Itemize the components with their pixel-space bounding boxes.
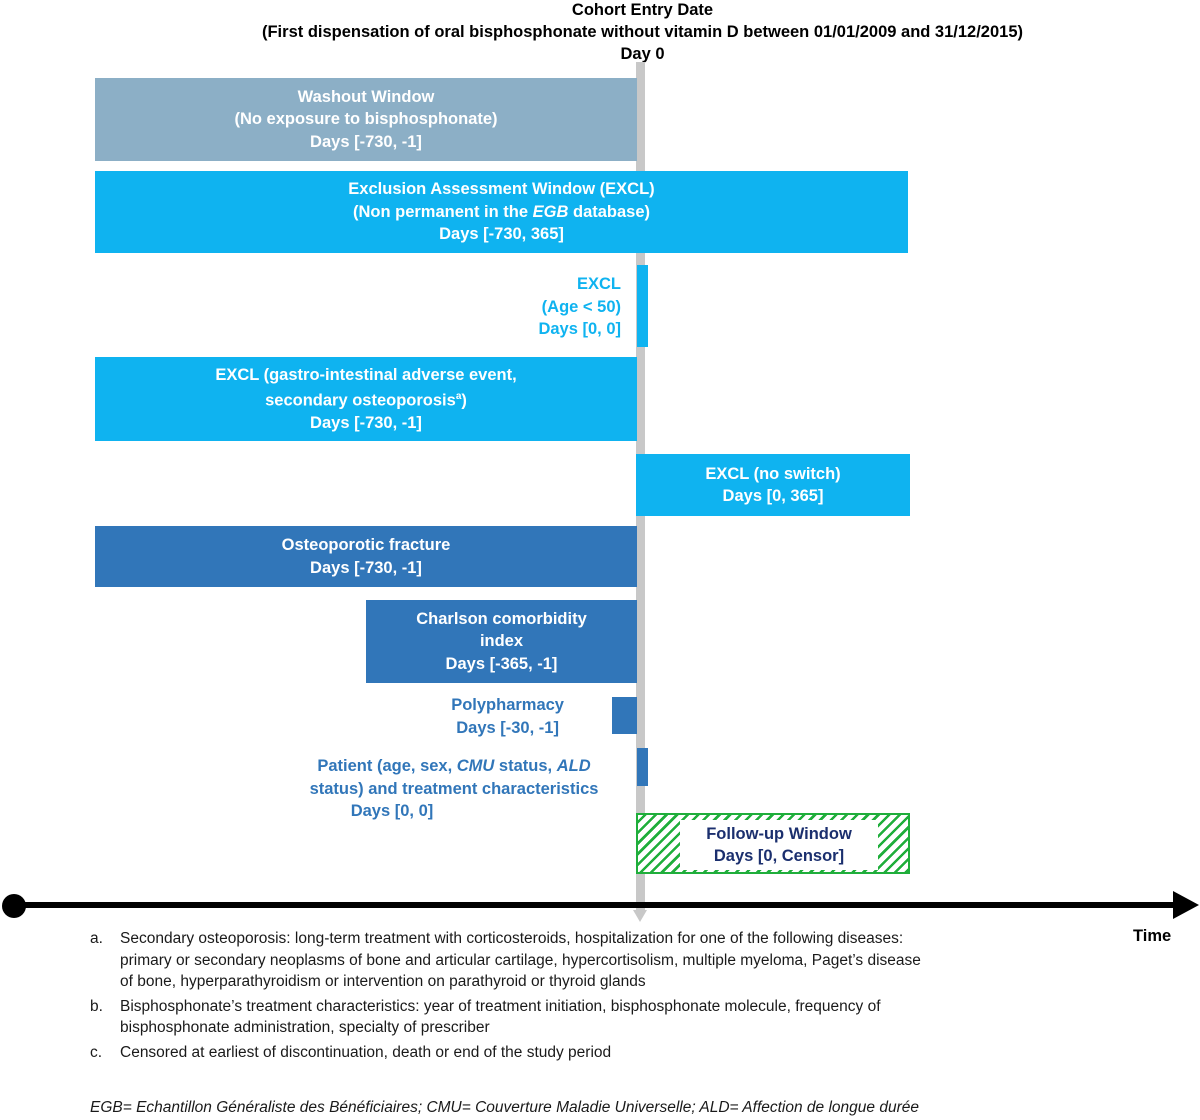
footnote-b-mark: b. (90, 997, 103, 1015)
day-zero-line-tip (633, 910, 647, 922)
excl-switch-title: EXCL (no switch) (705, 464, 841, 483)
follow-up-days: Days [0, Censor] (713, 847, 845, 865)
excl-age-days: Days [0, 0] (538, 320, 621, 338)
footnote-c-mark: c. (90, 1043, 103, 1061)
excl-gi-bar: EXCL (gastro-intestinal adverse event, s… (95, 357, 637, 441)
cohort-entry-subtitle: (First dispensation of oral bisphosphona… (261, 23, 1024, 41)
osteo-fracture-title: Osteoporotic fracture (281, 536, 451, 554)
time-axis-arrowhead (1173, 891, 1199, 919)
polypharmacy-title: Polypharmacy (451, 696, 564, 714)
excl-gi-title: EXCL (gastro-intestinal adverse event, (215, 365, 517, 384)
excl-age-bar (637, 265, 648, 347)
excl-gi-secondary: secondary osteoporosisa) (265, 391, 467, 410)
footnote-c: c. Censored at earliest of discontinuati… (90, 1042, 1090, 1064)
charlson-title-cont: index (479, 632, 524, 651)
time-axis-label: Time (1133, 927, 1172, 945)
day-zero-label: Day 0 (620, 45, 665, 63)
polypharmacy-days: Days [-30, -1] (456, 718, 559, 737)
charlson-index-bar: Charlson comorbidity index Days [-365, -… (366, 600, 637, 683)
washout-window-bar: Washout Window (No exposure to bisphosph… (95, 78, 637, 161)
excl-age-criterion: (Age < 50) (541, 297, 621, 316)
footnote-b: b. Bisphosphonate’s treatment characteri… (90, 996, 1090, 1039)
patient-line2: status) and treatment characteristics (309, 779, 599, 798)
washout-title: Washout Window (297, 87, 435, 106)
footnote-a: a. Secondary osteoporosis: long-term tre… (90, 928, 1090, 993)
cohort-entry-title: Cohort Entry Date (571, 1, 714, 19)
footnote-a-text: Secondary osteoporosis: long-term treatm… (120, 930, 921, 990)
footnote-b-text: Bisphosphonate’s treatment characteristi… (120, 997, 881, 1037)
excl-assessment-title: Exclusion Assessment Window (EXCL) (348, 180, 655, 199)
patient-line1: Patient (age, sex, CMU status, ALD (317, 757, 591, 775)
abbreviations-legend: EGB= Echantillon Généraliste des Bénéfic… (90, 1099, 919, 1116)
charlson-days: Days [-365, -1] (445, 654, 558, 673)
excl-age-label: EXCL (Age < 50) Days [0, 0] (538, 273, 621, 341)
excl-age-title: EXCL (576, 275, 621, 293)
charlson-title: Charlson comorbidity (416, 609, 587, 628)
patient-characteristics-label: Patient (age, sex, CMU status, ALD statu… (285, 755, 623, 823)
exclusion-assessment-window-bar: Exclusion Assessment Window (EXCL) (Non … (95, 171, 908, 253)
follow-up-title: Follow-up Window (706, 824, 852, 843)
washout-days: Days [-730, -1] (310, 132, 422, 151)
excl-gi-days: Days [-730, -1] (310, 414, 422, 432)
footnotes: a. Secondary osteoporosis: long-term tre… (90, 928, 1090, 1066)
excl-switch-days: Days [0, 365] (722, 487, 824, 505)
osteo-fracture-days: Days [-730, -1] (310, 558, 422, 577)
time-axis-start-dot (2, 894, 26, 918)
washout-description: (No exposure to bisphosphonate) (234, 110, 498, 129)
excl-assessment-description: (Non permanent in the EGB database) (352, 202, 651, 221)
patient-days: Days [0, 0] (350, 802, 434, 820)
osteoporotic-fracture-bar: Osteoporotic fracture Days [-730, -1] (95, 526, 637, 587)
follow-up-window-label: Follow-up Window Days [0, Censor] (680, 820, 878, 870)
patient-characteristics-bar (637, 748, 648, 786)
footnote-a-mark: a. (90, 930, 103, 947)
excl-assessment-days: Days [-730, 365] (439, 225, 564, 244)
excl-switch-bar: EXCL (no switch) Days [0, 365] (636, 454, 910, 516)
time-axis-line (14, 902, 1174, 908)
polypharmacy-bar (612, 697, 637, 734)
polypharmacy-label: Polypharmacy Days [-30, -1] (451, 694, 564, 739)
footnote-c-text: Censored at earliest of discontinuation,… (120, 1043, 612, 1061)
